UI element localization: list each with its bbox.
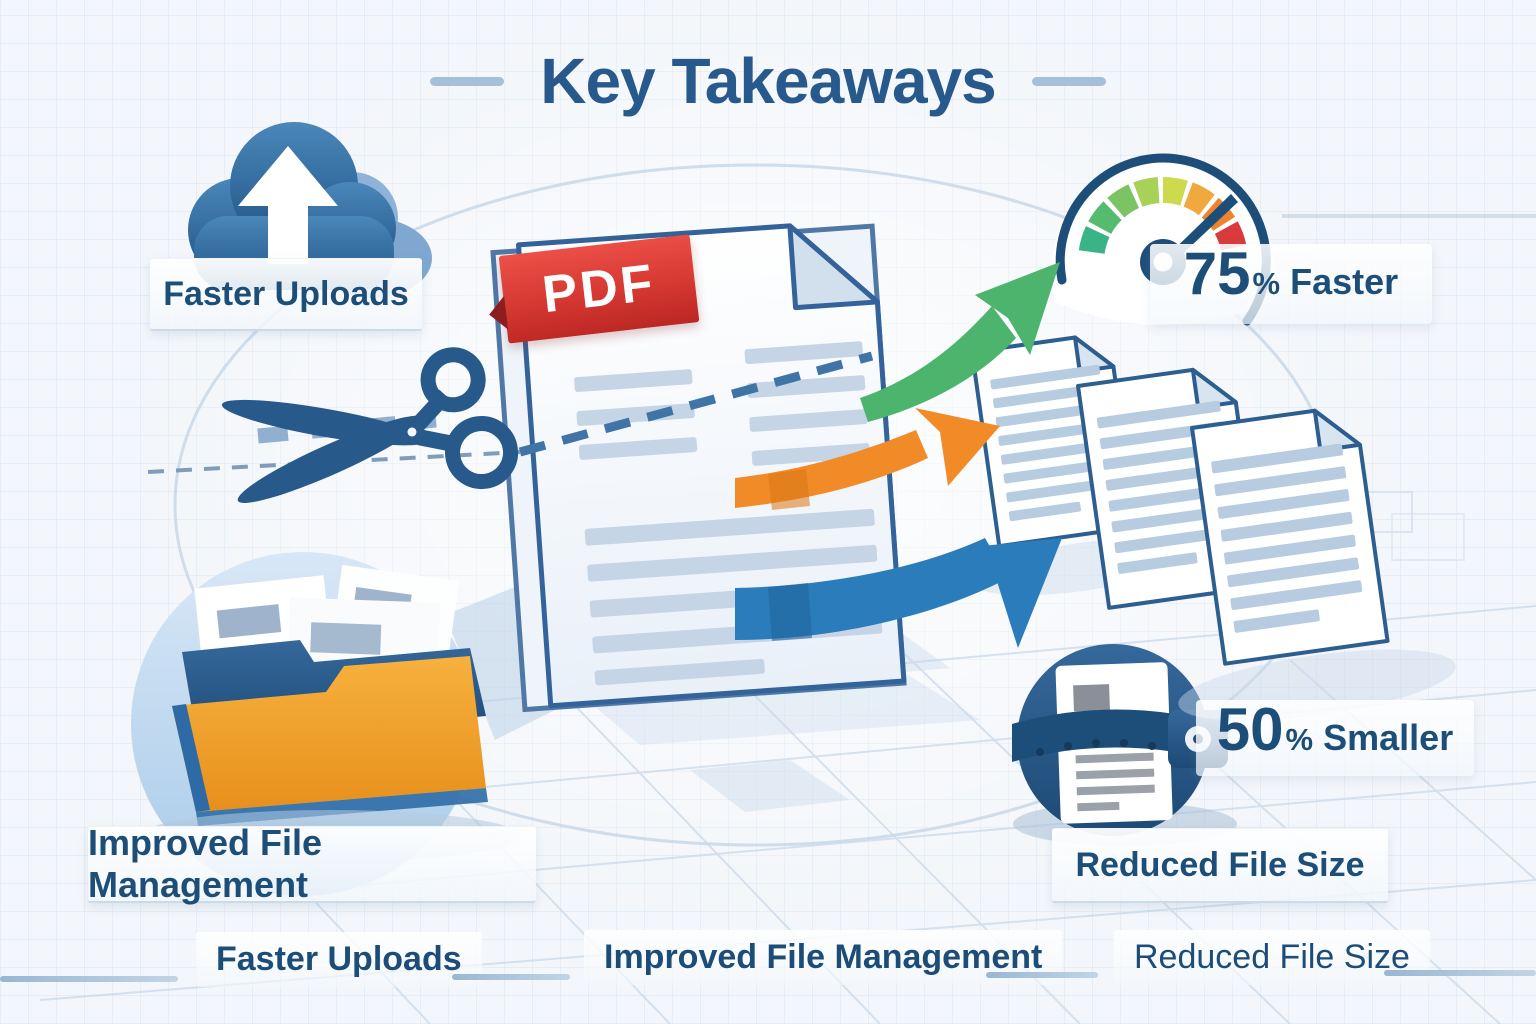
footer-item-reduced-file-size: Reduced File Size bbox=[1114, 930, 1430, 985]
page-fold bbox=[787, 223, 880, 311]
title-dash-left bbox=[430, 76, 505, 86]
split-document-3 bbox=[1178, 408, 1456, 721]
page-title: Key Takeaways bbox=[540, 45, 996, 117]
stat-50-word: Smaller bbox=[1323, 717, 1454, 758]
folder-front bbox=[172, 656, 486, 812]
stat-50-unit: % bbox=[1285, 722, 1314, 757]
title-dash-right bbox=[1031, 76, 1106, 86]
footer-separator-2 bbox=[452, 974, 570, 980]
stat-75-value: 75 bbox=[1183, 240, 1251, 307]
footer-item-faster-uploads: Faster Uploads bbox=[196, 932, 482, 987]
tape-belt bbox=[1012, 709, 1214, 762]
stat-50-smaller: 50 % Smaller bbox=[1196, 700, 1474, 776]
background-fragments bbox=[1282, 214, 1536, 561]
reduced-file-size-label: Reduced File Size bbox=[1052, 828, 1388, 903]
arrow-orange bbox=[735, 408, 1000, 510]
footer-separator-4 bbox=[1384, 970, 1536, 976]
pdf-document bbox=[490, 223, 907, 713]
faster-uploads-label: Faster Uploads bbox=[150, 258, 422, 331]
pdf-ribbon-label: PDF bbox=[539, 253, 659, 325]
title-row: Key Takeaways bbox=[0, 44, 1536, 118]
arrow-green bbox=[860, 262, 1060, 422]
folder-icon bbox=[131, 552, 520, 896]
tape-measure-icon bbox=[1012, 644, 1237, 846]
stat-75-faster: 75 % Faster bbox=[1150, 244, 1432, 324]
footer-item-improved-file-management: Improved File Management bbox=[584, 930, 1063, 985]
arrow-blue bbox=[735, 538, 1062, 648]
stat-75-word: Faster bbox=[1290, 261, 1399, 302]
stat-75-unit: % bbox=[1252, 266, 1281, 301]
stat-50-value: 50 bbox=[1216, 696, 1284, 763]
footer-separator-1 bbox=[0, 976, 178, 982]
footer-separator-3 bbox=[986, 972, 1098, 978]
upload-arrow-glyph bbox=[238, 146, 338, 264]
improved-file-management-label: Improved File Management bbox=[88, 822, 536, 905]
scissors-icon bbox=[221, 347, 519, 503]
